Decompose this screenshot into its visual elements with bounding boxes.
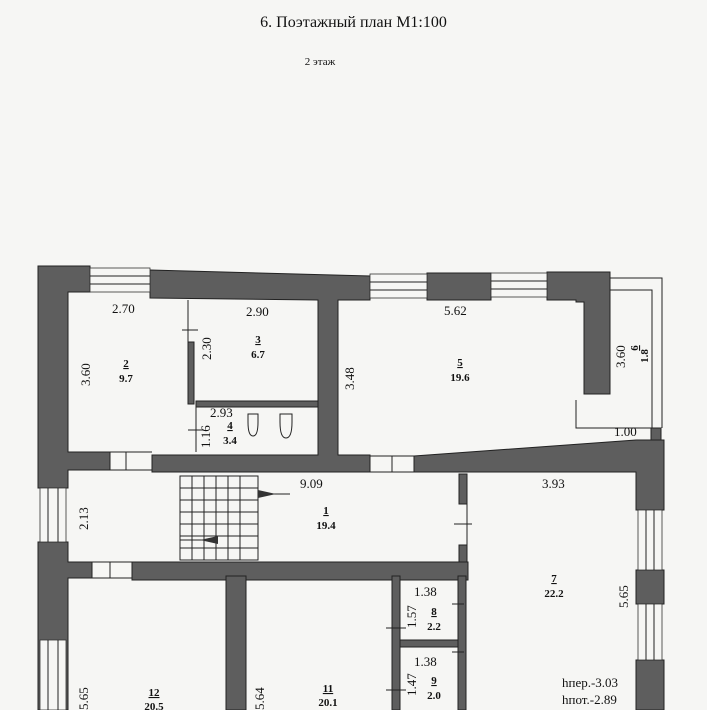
wall-right-pillar-top xyxy=(650,427,662,441)
staircase xyxy=(179,475,290,561)
room-number: 4 xyxy=(227,420,233,432)
wall-room8-9 xyxy=(399,639,459,648)
floor-height: hпер.-3.03 xyxy=(562,675,618,690)
dim-label: 1.38 xyxy=(414,654,437,669)
door-opening-3 xyxy=(92,561,132,579)
dim-label: 1.16 xyxy=(198,425,213,448)
room5-lower-opening xyxy=(575,400,651,429)
door-opening-2 xyxy=(370,455,414,473)
dim-label: 2.13 xyxy=(76,507,91,530)
room-number: 11 xyxy=(323,683,333,695)
toilets xyxy=(247,413,293,439)
wall-right-upper xyxy=(546,271,611,395)
window-top-1 xyxy=(89,267,151,293)
height-notes: hпер.-3.03 hпот.-2.89 xyxy=(562,675,618,707)
dim-label: 5.64 xyxy=(252,687,267,710)
page-title: 6. Поэтажный план М1:100 xyxy=(260,14,447,31)
room-area: 6.7 xyxy=(251,349,265,361)
room-number: 3 xyxy=(255,334,261,346)
room-number: 9 xyxy=(431,675,437,687)
wall-corridor-bottom xyxy=(131,561,469,581)
wall-left-upper xyxy=(37,265,111,489)
ceiling-height: hпот.-2.89 xyxy=(562,692,617,707)
room-area: 1.8 xyxy=(639,349,651,363)
dim-label: 1.47 xyxy=(404,673,419,696)
wall-right-pillar-low xyxy=(635,659,665,710)
room-area: 19.6 xyxy=(450,372,470,384)
door-opening-4 xyxy=(454,503,472,546)
room-number: 7 xyxy=(551,573,557,585)
wall-right-pillar-mid xyxy=(635,569,665,605)
room-number: 8 xyxy=(431,606,437,618)
window-top-2 xyxy=(369,273,428,299)
room-area: 2.2 xyxy=(427,621,441,633)
room-number: 5 xyxy=(457,357,463,369)
wall-corridor-divider xyxy=(458,473,468,505)
toilet-icon xyxy=(279,413,293,439)
window-right-2 xyxy=(637,603,663,661)
room9-door xyxy=(386,651,464,691)
dim-label: 2.30 xyxy=(199,337,214,360)
wall-partition-3-left xyxy=(187,341,195,405)
dim-label: 3.60 xyxy=(613,345,628,368)
door-opening-room3 xyxy=(182,300,198,342)
dim-label: 3.60 xyxy=(78,363,93,386)
dim-label: 5.65 xyxy=(76,687,91,710)
room-area: 20.1 xyxy=(318,697,337,709)
room4-wall-thin xyxy=(188,407,204,452)
room-area: 3.4 xyxy=(223,435,237,447)
dim-label: 1.57 xyxy=(404,605,419,628)
wall-room12-11 xyxy=(225,575,247,710)
dim-label: 1.38 xyxy=(414,584,437,599)
room-number: 12 xyxy=(149,687,161,699)
wall-corridor-right xyxy=(413,439,665,511)
room-labels: 2 9.7 3 6.7 4 3.4 5 19.6 6 1.8 1 19.4 7 … xyxy=(119,334,651,710)
room-area: 20.5 xyxy=(144,701,164,710)
room-number: 2 xyxy=(123,358,129,370)
wall-partition-3-4 xyxy=(195,400,319,408)
windows xyxy=(39,267,663,710)
room-area: 19.4 xyxy=(316,520,336,532)
window-right-1 xyxy=(637,509,663,571)
window-left-2 xyxy=(39,639,67,710)
wall-room8-7 xyxy=(457,575,467,710)
dim-label: 2.70 xyxy=(112,301,135,316)
toilet-icon xyxy=(247,413,259,437)
room-number: 6 xyxy=(629,345,641,351)
door-opening-1 xyxy=(110,451,152,471)
wall-top-small xyxy=(426,272,492,301)
room-area: 9.7 xyxy=(119,373,133,385)
room6-outline xyxy=(610,277,663,428)
dim-label: 3.48 xyxy=(342,367,357,390)
dim-label: 1.00 xyxy=(614,424,637,439)
dim-label: 9.09 xyxy=(300,476,323,491)
dimension-labels: 2.70 2.90 5.62 3.60 2.30 3.48 3.60 2.93 … xyxy=(76,301,637,710)
room-area: 2.0 xyxy=(427,690,441,702)
window-left-1 xyxy=(39,487,67,543)
window-top-3 xyxy=(490,272,548,298)
dim-label: 5.62 xyxy=(444,303,467,318)
room-number: 1 xyxy=(323,505,329,517)
dim-label: 5.65 xyxy=(616,585,631,608)
room8-door xyxy=(386,603,464,629)
wall-top-center xyxy=(149,269,371,473)
walls xyxy=(37,265,665,710)
dim-label: 3.93 xyxy=(542,476,565,491)
floor-label: 2 этаж xyxy=(304,56,336,68)
dim-label: 2.90 xyxy=(246,304,269,319)
room-area: 22.2 xyxy=(544,588,564,600)
dim-label: 2.93 xyxy=(210,405,233,420)
